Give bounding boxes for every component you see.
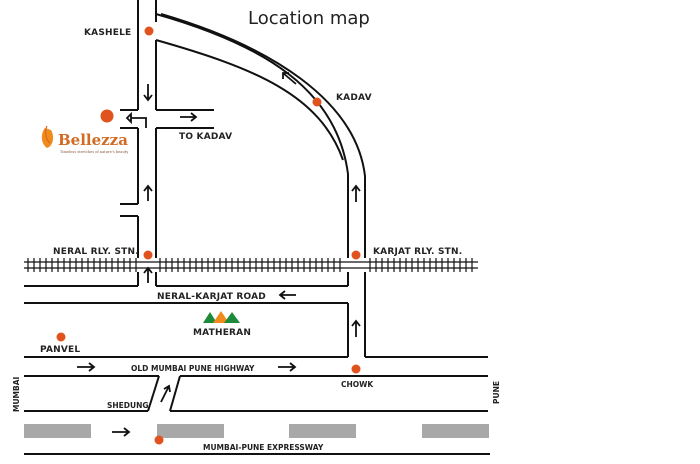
arrow-right-icon (278, 362, 297, 372)
arrow-up-icon (351, 184, 361, 202)
marker-bellezza (100, 109, 114, 123)
matheran-mountain-icon (203, 311, 240, 323)
arrow-up-icon (143, 184, 153, 201)
old-mumbai-pune-highway (24, 356, 488, 412)
direction-arrows (77, 72, 361, 437)
brand-tagline: Timeless stretches of nature's beauty (60, 150, 129, 154)
arrow-right-icon (77, 362, 96, 372)
location-markers (56, 26, 361, 445)
label-karjat-station: KARJAT RLY. STN. (373, 247, 462, 257)
arrow-up-icon (351, 319, 361, 337)
label-chowk: CHOWK (341, 380, 374, 389)
map-title: Location map (248, 8, 370, 29)
neral-karjat-road (24, 285, 366, 357)
arrow-upright-icon (160, 384, 171, 403)
label-kadav: KADAV (336, 93, 372, 103)
arrow-turn-icon (125, 111, 147, 128)
label-old-highway: OLD MUMBAI PUNE HIGHWAY (131, 364, 255, 373)
arrow-upleft-icon (282, 72, 297, 85)
label-to-kadav: TO KADAV (179, 132, 232, 142)
railway-line (24, 258, 478, 272)
marker-karjat-station (351, 250, 361, 260)
label-neral-karjat-road: NERAL-KARJAT ROAD (157, 292, 266, 302)
label-expressway: MUMBAI-PUNE EXPRESSWAY (203, 443, 324, 452)
label-pune: PUNE (492, 381, 501, 404)
label-neral-station: NERAL RLY. STN. (53, 247, 139, 257)
marker-kadav (312, 97, 322, 107)
expressway-band (157, 424, 224, 438)
marker-chowk (351, 364, 361, 374)
arrow-left-icon (278, 290, 296, 300)
arrow-down-icon (143, 84, 153, 102)
marker-panvel (56, 332, 66, 342)
mumbai-pune-expressway (24, 424, 490, 455)
arrow-right-icon (112, 427, 131, 437)
kashele-road (120, 0, 214, 286)
kadav-road (155, 13, 366, 286)
label-kashele: KASHELE (84, 28, 131, 38)
expressway-band (289, 424, 356, 438)
label-matheran: MATHERAN (193, 328, 251, 338)
expressway-band (422, 424, 489, 438)
label-shedung: SHEDUNG (107, 401, 149, 410)
label-mumbai: MUMBAI (12, 376, 21, 412)
marker-kashele (144, 26, 154, 36)
arrow-up-icon (143, 266, 153, 283)
expressway-band (24, 424, 91, 438)
arrow-right-icon (180, 112, 198, 122)
brand-name: Bellezza (58, 131, 128, 149)
marker-neral-station (143, 250, 153, 260)
marker-shedung (154, 435, 164, 445)
label-panvel: PANVEL (40, 345, 80, 355)
bellezza-logo: Bellezza Timeless stretches of nature's … (41, 125, 129, 154)
